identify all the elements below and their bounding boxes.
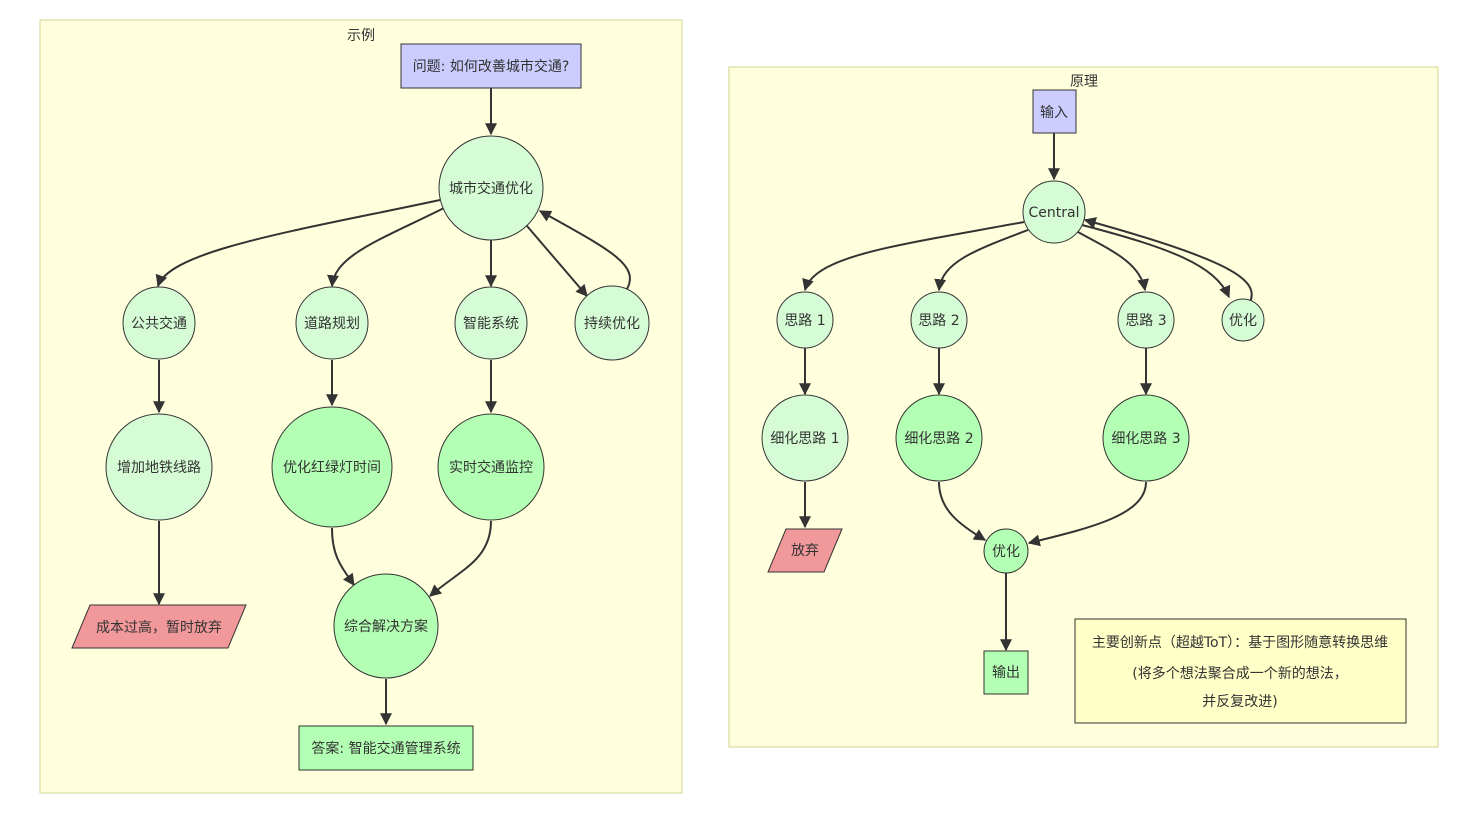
edge-center-public — [155, 199, 441, 288]
node-answer-label: 答案: 智能交通管理系统 — [311, 740, 460, 757]
note-innovation: 主要创新点（超越ToT）：基于图形随意转换思维 (将多个想法聚合成一个新的想法，… — [1074, 618, 1407, 724]
node-input-label: 输入 — [1040, 105, 1068, 121]
node-output-label: 输出 — [992, 665, 1020, 681]
node-merge[interactable]: 优化 — [983, 528, 1029, 574]
node-realtime-monitor[interactable]: 实时交通监控 — [437, 413, 545, 521]
node-abandon-example[interactable]: 成本过高，暂时放弃 — [71, 604, 247, 649]
edge-central-idea3 — [1077, 231, 1149, 292]
node-public-transport[interactable]: 公共交通 — [122, 286, 196, 360]
edge-optimize-central — [1083, 217, 1253, 303]
node-add-subway-label: 增加地铁线路 — [117, 460, 201, 476]
node-answer[interactable]: 答案: 智能交通管理系统 — [298, 725, 474, 771]
node-refine-1-label: 细化思路 1 — [770, 431, 839, 447]
edge-central-idea2 — [934, 229, 1029, 292]
node-public-transport-label: 公共交通 — [131, 315, 187, 332]
edge-refine2-merge — [938, 481, 987, 541]
edge-central-idea1 — [802, 221, 1025, 292]
node-realtime-monitor-label: 实时交通监控 — [449, 459, 533, 476]
node-output[interactable]: 输出 — [983, 650, 1029, 695]
node-road-planning-label: 道路规划 — [304, 316, 360, 332]
node-combined-solution[interactable]: 综合解决方案 — [333, 573, 439, 679]
node-continuous-optimize-label: 持续优化 — [584, 315, 640, 332]
node-input[interactable]: 输入 — [1032, 89, 1077, 134]
note-line-2: (将多个想法聚合成一个新的想法， — [1132, 665, 1347, 682]
node-abandon-principle-label: 放弃 — [791, 543, 819, 559]
node-optimize-loop[interactable]: 优化 — [1221, 298, 1265, 342]
node-road-planning[interactable]: 道路规划 — [295, 286, 369, 360]
edge-center-road — [327, 207, 445, 288]
node-idea-1[interactable]: 思路 1 — [776, 291, 834, 349]
cluster-example: 示例 — [39, 19, 683, 794]
node-center[interactable]: 城市交通优化 — [438, 135, 544, 241]
edges-principle — [799, 133, 1253, 652]
edge-central-optimize — [1081, 224, 1231, 299]
node-smart-system-label: 智能系统 — [463, 316, 519, 332]
node-idea-3-label: 思路 3 — [1125, 313, 1166, 329]
node-center-label: 城市交通优化 — [449, 180, 533, 197]
node-idea-2[interactable]: 思路 2 — [910, 291, 968, 349]
edge-monitor-combined — [429, 520, 492, 597]
nodes-example: 问题: 如何改善城市交通? 城市交通优化 公共交通 道路规划 智能系统 持续优化… — [71, 43, 650, 771]
node-idea-1-label: 思路 1 — [784, 313, 825, 329]
node-merge-label: 优化 — [992, 544, 1020, 560]
cluster-example-bg — [39, 19, 683, 794]
node-refine-2-label: 细化思路 2 — [904, 431, 973, 447]
edges-example — [153, 88, 631, 726]
node-combined-solution-label: 综合解决方案 — [344, 618, 428, 635]
node-central[interactable]: Central — [1022, 180, 1086, 244]
node-idea-2-label: 思路 2 — [918, 313, 959, 329]
node-question-label: 问题: 如何改善城市交通? — [413, 58, 570, 75]
node-refine-3-label: 细化思路 3 — [1111, 431, 1180, 447]
node-optimize-lights[interactable]: 优化红绿灯时间 — [271, 406, 393, 528]
cluster-example-title: 示例 — [347, 28, 375, 44]
node-refine-3[interactable]: 细化思路 3 — [1102, 394, 1190, 482]
node-abandon-example-label: 成本过高，暂时放弃 — [96, 619, 222, 636]
cluster-principle-title: 原理 — [1070, 74, 1098, 90]
note-line-1: 主要创新点（超越ToT）：基于图形随意转换思维 — [1092, 634, 1388, 651]
node-refine-1[interactable]: 细化思路 1 — [761, 394, 849, 482]
node-smart-system[interactable]: 智能系统 — [454, 286, 528, 360]
node-abandon-principle[interactable]: 放弃 — [767, 528, 843, 573]
node-question[interactable]: 问题: 如何改善城市交通? — [400, 43, 582, 89]
edge-lights-combined — [331, 527, 355, 586]
node-continuous-optimize[interactable]: 持续优化 — [574, 285, 650, 361]
node-optimize-loop-label: 优化 — [1229, 313, 1257, 329]
note-line-3: 并反复改进) — [1202, 693, 1277, 710]
nodes-principle: 输入 Central 思路 1 思路 2 思路 3 优化 细化思路 1 细化思 — [761, 89, 1407, 724]
node-central-label: Central — [1029, 205, 1080, 221]
node-idea-3[interactable]: 思路 3 — [1117, 291, 1175, 349]
node-refine-2[interactable]: 细化思路 2 — [895, 394, 983, 482]
node-optimize-lights-label: 优化红绿灯时间 — [283, 460, 381, 476]
edge-refine3-merge — [1027, 481, 1147, 547]
edge-center-continuous — [526, 225, 588, 297]
edge-continuous-center — [538, 210, 631, 290]
node-add-subway[interactable]: 增加地铁线路 — [105, 413, 213, 521]
